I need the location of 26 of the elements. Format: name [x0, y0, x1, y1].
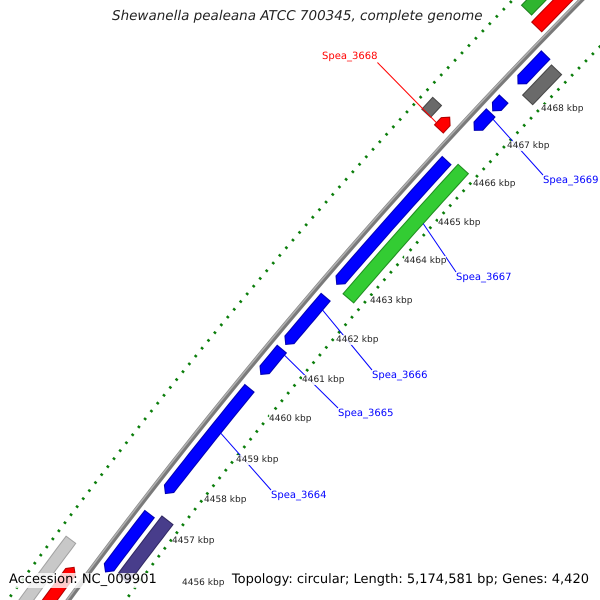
- gene-label: Spea_3668: [322, 51, 378, 62]
- gene-block: [474, 108, 496, 131]
- scale-label: 4461 kbp: [302, 375, 344, 386]
- gene-label: Spea_3669: [543, 175, 598, 186]
- scale-label: 4456 kbp: [182, 578, 224, 588]
- scale-label: 4465 kbp: [438, 218, 480, 228]
- scale-label: 4464 kbp: [404, 256, 446, 266]
- scale-label: 4467 kbp: [507, 141, 550, 152]
- gene-block: [284, 292, 331, 346]
- gene-label: Spea_3665: [338, 408, 394, 420]
- scale-label: 4462 kbp: [336, 335, 378, 346]
- gene-label: Spea_3667: [456, 272, 512, 284]
- scale-label: 4468 kbp: [541, 104, 584, 114]
- scale-label: 4463 kbp: [370, 296, 412, 306]
- scale-label: 4458 kbp: [204, 495, 246, 506]
- scale-label: 4459 kbp: [236, 455, 278, 466]
- title: Shewanella pealeana ATCC 700345, complete genome: [112, 9, 483, 25]
- gene-label: Spea_3666: [372, 370, 428, 382]
- gene-block: [259, 344, 288, 375]
- scale-label: 4460 kbp: [269, 414, 312, 424]
- leader-line: [376, 62, 437, 124]
- scale-label: 4466 kbp: [473, 179, 516, 190]
- leader-line: [422, 223, 456, 272]
- scale-label: 4457 kbp: [172, 536, 214, 546]
- gene-label: Spea_3664: [271, 490, 326, 502]
- gene-block: [434, 116, 451, 134]
